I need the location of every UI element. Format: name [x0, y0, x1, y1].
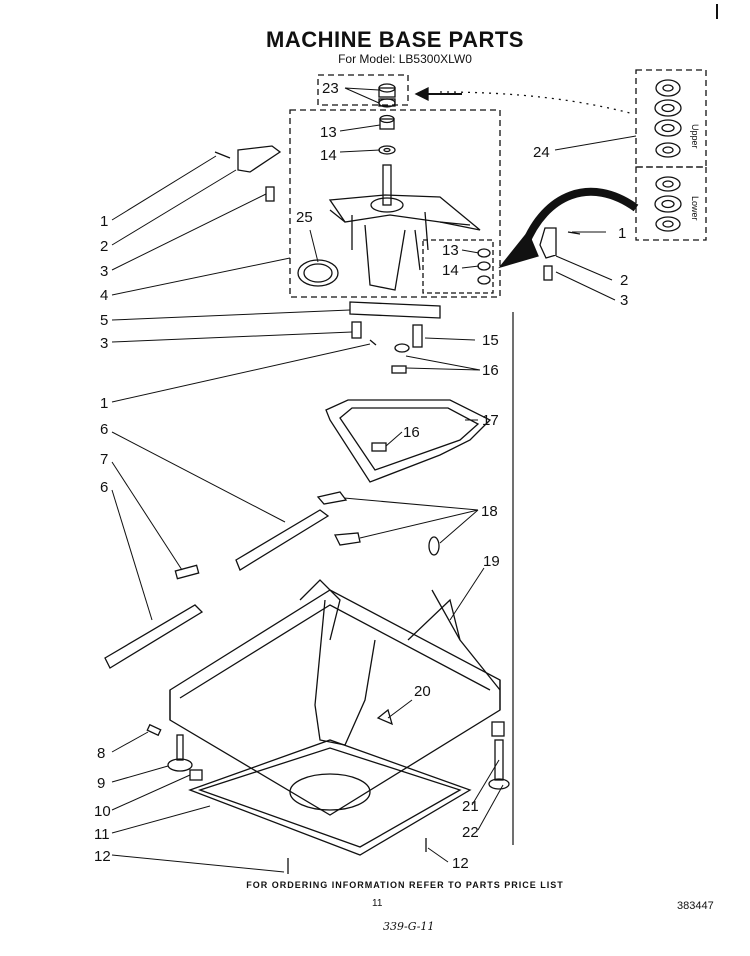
callout-3-lower: 3 [100, 335, 108, 352]
callout-6-upper: 6 [100, 421, 108, 438]
callout-2-right: 2 [620, 272, 628, 289]
handwritten-code: 339-G-11 [383, 920, 435, 933]
callout-3-right: 3 [620, 292, 628, 309]
curved-arrow [521, 187, 639, 247]
callout-16: 16 [482, 362, 499, 379]
clip-part-2 [391, 365, 407, 374]
callout-21: 21 [462, 798, 479, 815]
callout-12-right: 12 [452, 855, 469, 872]
spring-part [412, 324, 423, 348]
callout-1-mid: 1 [100, 395, 108, 412]
bracket-lower [104, 604, 204, 669]
curved-arrow-head [498, 230, 539, 269]
callout-8: 8 [97, 745, 105, 762]
callout-13-lower: 13 [442, 242, 459, 259]
pad-top [316, 491, 348, 505]
callout-17: 17 [482, 412, 499, 429]
callout-4: 4 [100, 287, 108, 304]
callout-9: 9 [97, 775, 105, 792]
small-right-parts [477, 248, 491, 285]
upper-dashed-box [289, 109, 501, 298]
base-frame [169, 579, 501, 816]
callout-6-lower: 6 [100, 479, 108, 496]
seal-ring-inner [303, 263, 333, 283]
nut-10 [189, 769, 203, 781]
callout-19: 19 [483, 553, 500, 570]
clip-8 [146, 723, 162, 737]
callout-5: 5 [100, 312, 108, 329]
callout-2-left: 2 [100, 238, 108, 255]
callout-24: 24 [533, 144, 550, 161]
right-clamp-hardware [539, 227, 581, 281]
callout-15: 15 [482, 332, 499, 349]
bracket-upper [235, 509, 330, 571]
corner-mark [716, 4, 718, 19]
spin-tube-assembly [328, 164, 481, 291]
ordering-note: FOR ORDERING INFORMATION REFER TO PARTS … [246, 880, 564, 890]
base-pan [188, 739, 472, 856]
rubber-foot [491, 721, 505, 737]
callout-14-lower: 14 [442, 262, 459, 279]
callout-16-lower: 16 [403, 424, 420, 441]
support-frame [325, 399, 492, 483]
callout-3-left: 3 [100, 263, 108, 280]
callout-18: 18 [481, 503, 498, 520]
bracket-bar [349, 301, 441, 319]
callout-22: 22 [462, 824, 479, 841]
bearing-inset [635, 69, 707, 241]
callout-20: 20 [414, 683, 431, 700]
small-dashed-box [422, 239, 494, 294]
clip-part [394, 343, 410, 353]
bolt-part [369, 339, 377, 346]
leveling-leg-right [488, 739, 510, 790]
bearing-dashed-box [317, 74, 409, 106]
bearing-stack [378, 83, 396, 155]
callout-11: 11 [94, 826, 110, 843]
callout-12-left: 12 [94, 848, 111, 865]
callout-7: 7 [100, 451, 108, 468]
inset-lower-label: Lower [690, 196, 700, 221]
callout-25: 25 [296, 209, 313, 226]
leader-lines [111, 87, 637, 873]
inset-leader-line [439, 91, 635, 115]
pad-side [428, 536, 440, 556]
document-number: 383447 [677, 900, 714, 912]
left-clamp-hardware [214, 145, 282, 202]
callout-13-upper: 13 [320, 124, 337, 141]
callout-23: 23 [322, 80, 339, 97]
model-line: For Model: LB5300XLW0 [338, 52, 472, 66]
callout-1-left: 1 [100, 213, 108, 230]
callout-labels: 23 13 14 25 24 13 14 1 2 3 1 2 3 4 5 3 1… [94, 80, 628, 872]
callout-1-right: 1 [618, 225, 626, 242]
bearing-arrow-head [414, 86, 429, 102]
pin-part [351, 321, 362, 339]
callout-14-upper: 14 [320, 147, 337, 164]
page-number: 11 [372, 898, 383, 909]
inset-upper-label: Upper [690, 124, 700, 149]
page-title: MACHINE BASE PARTS [266, 27, 524, 52]
leveling-leg-left [167, 734, 193, 772]
spring-7 [174, 564, 200, 580]
pad-mid [333, 532, 361, 546]
callout-10: 10 [94, 803, 111, 820]
